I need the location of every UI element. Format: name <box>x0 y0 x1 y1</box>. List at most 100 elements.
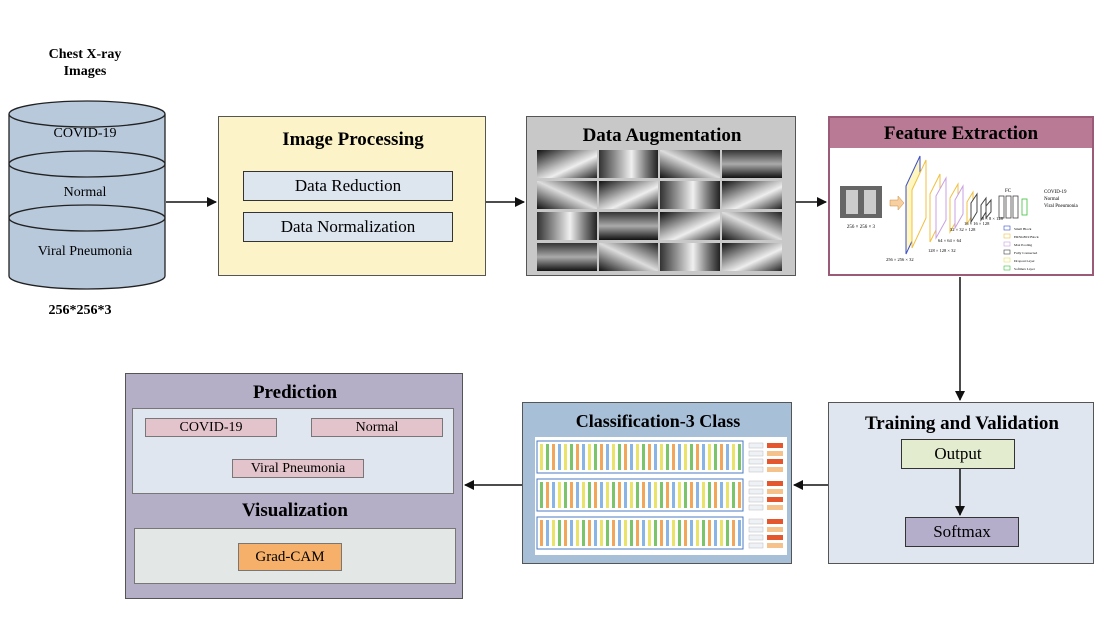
cls-layer-bar <box>606 520 609 546</box>
cls-row-frame <box>536 516 744 550</box>
cls-layer-bar <box>708 482 711 508</box>
cls-layer-bar <box>732 482 735 508</box>
cls-layer-bar <box>564 520 567 546</box>
cls-layer-bar <box>702 444 705 470</box>
cls-layer-bar <box>570 444 573 470</box>
cls-layer-bar <box>582 482 585 508</box>
cls-layer-bar <box>600 444 603 470</box>
cls-layer-bar <box>714 482 717 508</box>
cls-layer-bar <box>636 482 639 508</box>
cls-layer-bar <box>696 520 699 546</box>
cls-layer-bar <box>714 520 717 546</box>
cls-layer-bar <box>696 444 699 470</box>
cls-layer-bar <box>672 444 675 470</box>
cls-layer-bar <box>654 482 657 508</box>
cls-output-cell <box>767 505 783 510</box>
size-label-6: 8 × 8 × 128 <box>982 216 1004 221</box>
cls-layer-bar <box>684 444 687 470</box>
cls-layer-bar <box>666 520 669 546</box>
image-processing-panel: Image Processing Data Reduction Data Nor… <box>218 116 486 276</box>
prediction-visualization-panel: Prediction COVID-19 Normal Viral Pneumon… <box>125 373 463 599</box>
input-class-viral: Viral Pneumonia <box>37 244 133 259</box>
cls-output-cell <box>767 451 783 456</box>
cls-layer-bar <box>726 482 729 508</box>
cls-layer-bar <box>564 444 567 470</box>
cls-layer-bar <box>600 520 603 546</box>
cls-layer-bar <box>642 520 645 546</box>
cls-layer-bar <box>720 520 723 546</box>
cls-layer-bar <box>678 520 681 546</box>
training-validation-panel: Training and Validation Output Softmax <box>828 402 1094 564</box>
cls-layer-bar <box>678 482 681 508</box>
input-class-covid: COVID-19 <box>53 126 117 141</box>
input-class-normal: Normal <box>63 185 107 200</box>
cls-side-cell <box>748 518 764 525</box>
xray-row-4 <box>537 243 782 271</box>
data-augmentation-title: Data Augmentation <box>582 125 742 146</box>
cnn-legend: Small Block ERNGB19 Block Max Pooling Fu… <box>1003 225 1039 271</box>
cls-layer-bar <box>720 482 723 508</box>
cls-layer-bar <box>600 482 603 508</box>
svg-text:Fully Connected: Fully Connected <box>1014 251 1037 255</box>
cls-side-cell <box>748 466 764 473</box>
cls-layer-bar <box>636 444 639 470</box>
cnn-input-size: 256 × 256 × 3 <box>847 225 876 230</box>
cls-output-cell <box>767 467 783 472</box>
cls-layer-bar <box>678 444 681 470</box>
size-label-1: 256 × 256 × 32 <box>886 257 914 262</box>
cnn-output-viral: Viral Pneumonia <box>1044 204 1079 209</box>
cls-output-cell <box>767 543 783 548</box>
cls-layer-bar <box>576 482 579 508</box>
cnn-output-covid: COVID-19 <box>1044 190 1067 195</box>
cls-row-frame <box>536 440 744 474</box>
cls-layer-bar <box>654 444 657 470</box>
gradcam-box: Grad-CAM <box>238 543 342 571</box>
cls-side-cell <box>748 534 764 541</box>
cls-layer-bar <box>540 520 543 546</box>
cls-layer-bar <box>636 520 639 546</box>
cls-output-cell <box>767 535 783 540</box>
cls-layer-bar <box>588 520 591 546</box>
cls-layer-bar <box>606 482 609 508</box>
cls-layer-bar <box>738 520 741 546</box>
data-normalization-box: Data Normalization <box>243 212 453 242</box>
cls-row-frame <box>536 478 744 512</box>
cls-layer-bar <box>654 520 657 546</box>
cls-layer-bar <box>630 520 633 546</box>
cls-layer-bar <box>612 444 615 470</box>
cls-layer-bar <box>738 444 741 470</box>
training-validation-title: Training and Validation <box>865 413 1059 434</box>
cls-side-cell <box>748 442 764 449</box>
cls-layer-bar <box>690 444 693 470</box>
cls-layer-bar <box>666 444 669 470</box>
cls-output-cell <box>767 527 783 532</box>
cls-side-cell <box>748 488 764 495</box>
cls-layer-bar <box>666 482 669 508</box>
database-cylinder <box>8 100 166 290</box>
augmented-xray-grid <box>537 150 782 271</box>
cls-output-cell <box>767 459 783 464</box>
cls-layer-bar <box>690 520 693 546</box>
input-size: 256*256*3 <box>48 303 112 318</box>
feature-extraction-header: Feature Extraction <box>830 118 1092 148</box>
cls-layer-bar <box>648 482 651 508</box>
cls-layer-bar <box>546 520 549 546</box>
cls-layer-bar <box>714 444 717 470</box>
svg-text:Max Pooling: Max Pooling <box>1014 243 1032 247</box>
svg-text:Small Block: Small Block <box>1014 227 1032 231</box>
cls-layer-bar <box>660 482 663 508</box>
size-label-5: 16 × 16 × 128 <box>964 221 990 226</box>
cls-layer-bar <box>546 482 549 508</box>
cls-layer-bar <box>738 482 741 508</box>
cls-layer-bar <box>702 520 705 546</box>
cls-output-cell <box>767 519 783 524</box>
prediction-viral: Viral Pneumonia <box>232 459 364 478</box>
input-title: Chest X-ray Images <box>48 47 122 79</box>
cls-layer-bar <box>618 520 621 546</box>
cls-layer-bar <box>618 482 621 508</box>
cls-layer-bar <box>582 520 585 546</box>
cls-layer-bar <box>660 444 663 470</box>
cls-layer-bar <box>576 444 579 470</box>
data-augmentation-panel: Data Augmentation <box>526 116 796 276</box>
cls-layer-bar <box>732 520 735 546</box>
